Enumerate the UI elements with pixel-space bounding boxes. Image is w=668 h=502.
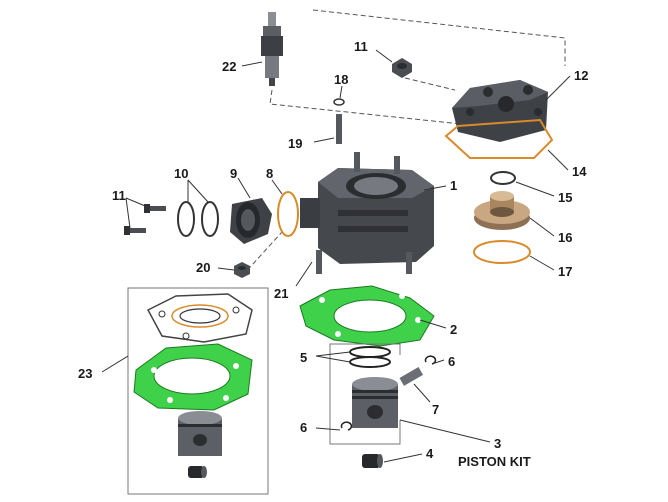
piston-clip-top bbox=[424, 355, 437, 365]
insert-o-ring bbox=[490, 171, 516, 185]
callout-22: 22 bbox=[222, 59, 236, 74]
callout-6-top: 6 bbox=[448, 354, 455, 369]
head-nut bbox=[392, 58, 412, 78]
piston bbox=[352, 377, 398, 428]
callout-11: 11 bbox=[112, 188, 126, 203]
callout-5: 5 bbox=[300, 350, 307, 365]
callout-16: 16 bbox=[558, 230, 572, 245]
head-gasket-ring bbox=[444, 118, 554, 159]
callout-18: 18 bbox=[334, 72, 348, 87]
piston-kit-box bbox=[329, 343, 401, 445]
callout-1: 1 bbox=[450, 178, 457, 193]
callout-23: 23 bbox=[78, 366, 92, 381]
callout-2: 2 bbox=[450, 322, 457, 337]
callout-15: 15 bbox=[558, 190, 572, 205]
base-gasket bbox=[299, 285, 435, 347]
small-o-ring bbox=[333, 98, 345, 106]
insert-large-o-ring bbox=[473, 240, 531, 264]
callout-6-bottom: 6 bbox=[300, 420, 307, 435]
callout-21: 21 bbox=[274, 286, 288, 301]
manifold-bolts bbox=[124, 204, 166, 235]
cylinder-block bbox=[300, 152, 434, 274]
callout-4: 4 bbox=[426, 446, 434, 461]
intake-o-ring bbox=[277, 191, 299, 237]
piston-clip-bottom bbox=[340, 421, 353, 431]
piston-kit-label: PISTON KIT bbox=[458, 454, 531, 469]
callout-3: 3 bbox=[494, 436, 501, 451]
part-number-labels: 22 11 12 18 19 14 1 15 16 17 9 8 10 11 2… bbox=[78, 39, 588, 469]
spark-plug bbox=[261, 12, 283, 86]
combustion-insert bbox=[474, 191, 530, 230]
piston-rings bbox=[349, 346, 391, 368]
callout-14: 14 bbox=[572, 164, 587, 179]
gasket-kit-box bbox=[127, 287, 269, 495]
cylinder-head bbox=[452, 80, 548, 142]
callout-20: 20 bbox=[196, 260, 210, 275]
callout-9: 9 bbox=[230, 166, 237, 181]
callout-8: 8 bbox=[266, 166, 273, 181]
callout-19: 19 bbox=[288, 136, 302, 151]
needle-bearing bbox=[362, 454, 383, 468]
manifold-o-rings bbox=[177, 201, 219, 237]
callout-12: 11 bbox=[354, 39, 368, 54]
callout-10: 10 bbox=[174, 166, 188, 181]
leader-lines bbox=[101, 49, 571, 463]
cylinder-nut bbox=[234, 262, 250, 278]
callout-17: 17 bbox=[558, 264, 572, 279]
callout-7: 7 bbox=[432, 402, 439, 417]
intake-manifold bbox=[230, 198, 272, 244]
stud-bolt bbox=[336, 114, 342, 144]
piston-pin bbox=[399, 367, 424, 386]
callout-13: 12 bbox=[574, 68, 588, 83]
